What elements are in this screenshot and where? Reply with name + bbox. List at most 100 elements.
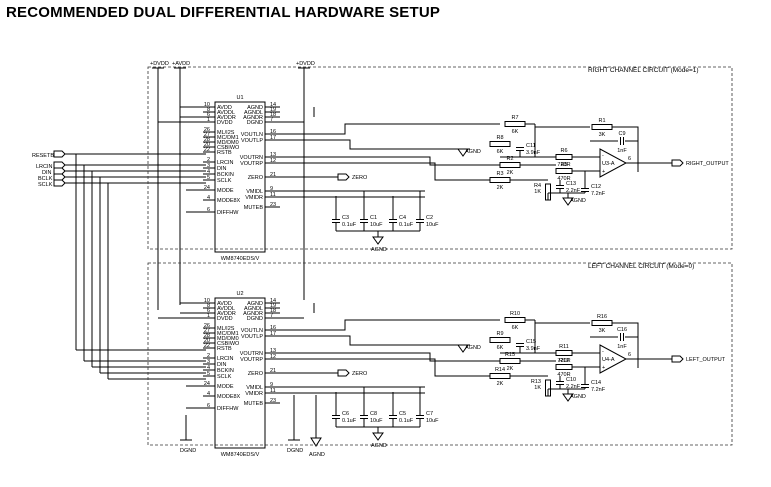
right-pin-left-name: AVDD — [217, 105, 232, 111]
left-pin-left-num: 20 — [204, 338, 210, 344]
right-zero-label: ZERO — [352, 175, 368, 181]
right-resistor-h-ref: R4 — [534, 183, 541, 189]
left-pin-left-name: SCLK — [217, 374, 232, 380]
right-pin-left-name: MODE8X — [217, 198, 241, 204]
left-pin-left-num: 27 — [204, 328, 210, 334]
input-resetb: RESETB — [32, 153, 54, 159]
left-cap-out-ref: C14 — [591, 380, 601, 386]
left-feedback-wire — [612, 322, 639, 368]
left-pin-right-name: ZERO — [248, 371, 264, 377]
right-pin-left-num: 20 — [204, 142, 210, 148]
left-pin-left-num: 6 — [207, 403, 210, 409]
right-decoupling-cap-value: 10uF — [426, 222, 439, 228]
left-channel-box — [147, 262, 733, 446]
input-din: DIN — [42, 170, 52, 176]
right-pin-left-name: MD/DM0 — [217, 140, 239, 146]
left-decoupling-cap-value: 0.1uF — [399, 418, 414, 424]
right-resistor-h-value: 1K — [534, 189, 541, 195]
left-cap-out-value: 7.2nF — [591, 387, 606, 393]
left-pin-right-num: 23 — [270, 398, 276, 404]
page-title: RECOMMENDED DUAL DIFFERENTIAL HARDWARE S… — [6, 4, 441, 21]
left-pin-left-name: BCKIN — [217, 368, 234, 374]
left-pin-right-num: 18 — [270, 308, 276, 314]
right-pin-right-name: VOUTLN — [241, 132, 263, 138]
right-channel-box — [147, 66, 733, 250]
right-cap-agnd-symbol — [372, 236, 384, 245]
right-decoupling-cap-value: 10uF — [370, 222, 383, 228]
right-resistor-e-body — [499, 162, 521, 168]
left-opamp — [599, 344, 628, 374]
right-output-flag — [671, 159, 684, 167]
rail-dvdd2-label: +DVDD — [296, 61, 315, 67]
left-pin-left-name: LRCIN — [217, 356, 234, 362]
right-pin-left-name: LRCIN — [217, 160, 234, 166]
right-pin-right-name: AGNDR — [243, 115, 263, 121]
right-pin-left-num: 26 — [204, 127, 210, 133]
left-resistor-e-body — [499, 358, 521, 364]
left-pin-left-num: 28 — [204, 333, 210, 339]
left-decoupling-cap-ref: C5 — [399, 411, 406, 417]
left-resistor-d-body — [555, 350, 573, 356]
right-pin-right-num: 12 — [270, 158, 276, 164]
right-decoupling-cap-ref: C4 — [399, 215, 406, 221]
rail-avdd-label: +AVDD — [172, 61, 190, 67]
left-pin-right-name: VOUTRP — [240, 357, 263, 363]
right-pin-left-name: MC/DM1 — [217, 135, 239, 141]
right-filter-agnd-label: AGND — [570, 198, 586, 204]
left-pin-left-num: 4 — [207, 391, 210, 397]
right-pin-left-name: DVDD — [217, 120, 233, 126]
right-dac-ref: U1 — [236, 95, 243, 101]
left-pin-left-name: MODE8X — [217, 394, 241, 400]
right-resistor-a-ref: R7 — [511, 115, 518, 121]
left-filter-agnd-symbol — [562, 393, 574, 402]
right-resistor-d-body — [555, 154, 573, 160]
left-channel-circuit: LEFT CHANNEL CIRCUIT (Mode=0)U2WM8740EDS… — [147, 262, 733, 458]
left-pin-left-name: AVDD — [217, 301, 232, 307]
left-pin-right-num: 13 — [270, 348, 276, 354]
left-cap-agnd-symbol — [372, 432, 384, 441]
right-pin-right-num: 23 — [270, 202, 276, 208]
right-opamp-plus: + — [602, 169, 605, 175]
right-resistor-b-body — [591, 124, 613, 130]
left-cap-feedback-ref: C16 — [617, 327, 627, 333]
left-pin-left-name: AVDDR — [217, 311, 236, 317]
left-pin-left-name: DIFFHW — [217, 406, 239, 412]
right-resistor-b-ref: R1 — [598, 118, 605, 124]
right-pin-right-name: VOUTRN — [240, 155, 263, 161]
left-resistor-h-ref: R13 — [531, 379, 541, 385]
left-dac-ref: U2 — [236, 291, 243, 297]
right-cap-lowpass-value: 2.2nF — [566, 188, 581, 194]
right-decoupling-cap-value: 0.1uF — [342, 222, 357, 228]
right-net-agnd-symbol — [457, 148, 469, 157]
right-pin-right-name: AGND — [247, 105, 263, 111]
left-output-flag — [671, 355, 684, 363]
right-pin-right-name: MUTEB — [244, 205, 264, 211]
left-pin-right-name: VMIDL — [246, 385, 263, 391]
left-pin-right-name: DGND — [247, 316, 263, 322]
right-pin-right-num: 17 — [270, 135, 276, 141]
left-resistor-h-value: 1K — [534, 385, 541, 391]
right-opamp — [599, 148, 628, 178]
right-pin-right-num: 11 — [270, 192, 276, 198]
left-pin-left-num: 22 — [204, 343, 210, 349]
right-voutrn-wire — [280, 156, 500, 166]
left-cap-lowpass-ref: C10 — [566, 377, 576, 383]
left-pin-right-name: VOUTLN — [241, 328, 263, 334]
right-pin-right-num: 9 — [270, 186, 273, 192]
left-pin-left-name: MC/DM1 — [217, 331, 239, 337]
right-pin-right-name: VMIDR — [245, 195, 263, 201]
right-pin-left-name: DIN — [217, 166, 227, 172]
right-opamp-label: U3-A — [602, 161, 615, 167]
right-pin-left-num: 10 — [204, 102, 210, 108]
left-decoupling-cap-value: 0.1uF — [342, 418, 357, 424]
left-pin-left-name: CSBIWO — [217, 341, 240, 347]
left-pin-right-name: AGNDL — [244, 306, 263, 312]
right-resistor-a-value: 6K — [512, 129, 519, 135]
left-pin-left-num: 24 — [204, 381, 210, 387]
right-output-label: RIGHT_OUTPUT — [686, 161, 729, 167]
left-pin-right-num: 17 — [270, 331, 276, 337]
right-decoupling-cap-ref: C3 — [342, 215, 349, 221]
left-opamp-label: U4-A — [602, 357, 615, 363]
right-voutlp-wire — [280, 139, 470, 150]
